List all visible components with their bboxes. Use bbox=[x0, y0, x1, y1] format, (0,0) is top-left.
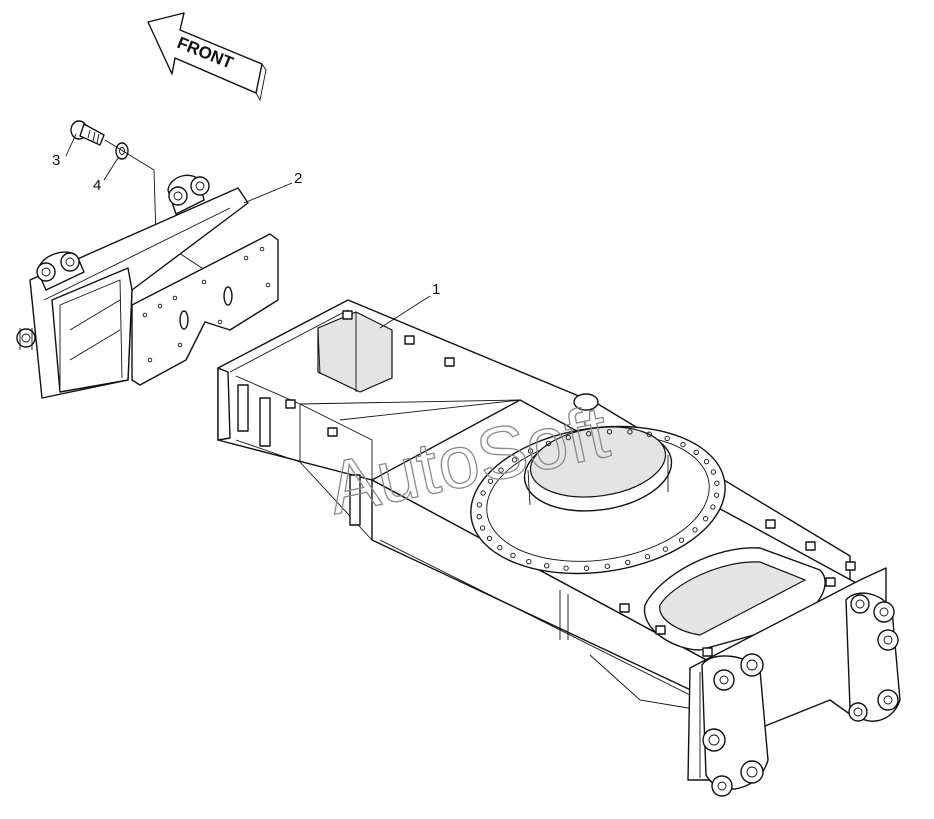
bolt-hole bbox=[480, 490, 486, 496]
bolt-part-3 bbox=[70, 120, 105, 146]
bolt-hole bbox=[606, 429, 613, 435]
bolt-hole bbox=[702, 516, 709, 522]
bolt-hole bbox=[565, 434, 571, 441]
callout-4: 4 bbox=[93, 177, 101, 194]
bolt-hole bbox=[680, 441, 686, 448]
bolt-hole bbox=[693, 449, 699, 456]
bolt-hole bbox=[511, 457, 518, 463]
bolt-hole bbox=[479, 525, 486, 531]
leader-lines bbox=[65, 133, 431, 329]
bolt-hole bbox=[627, 429, 633, 435]
bolt-hole bbox=[497, 544, 503, 551]
bolt-hole bbox=[476, 502, 483, 508]
bolt-hole bbox=[710, 469, 717, 475]
bolt-hole bbox=[498, 467, 504, 473]
front-arrow: FRONT bbox=[147, 12, 267, 102]
bolt-hole bbox=[510, 552, 516, 559]
bolt-hole bbox=[646, 431, 652, 437]
bolt-hole bbox=[544, 563, 550, 569]
bolt-hole bbox=[662, 546, 669, 552]
bolt-hole bbox=[486, 535, 493, 542]
bolt-hole bbox=[527, 448, 534, 454]
mounting-blocks bbox=[285, 310, 856, 657]
bolt-hole bbox=[703, 458, 710, 465]
bolt-hole bbox=[586, 431, 592, 437]
rear-brackets bbox=[687, 567, 901, 797]
bolt-hole bbox=[563, 565, 569, 571]
bolt-hole bbox=[545, 440, 552, 447]
bolt-hole bbox=[476, 514, 482, 520]
bracket-part-2 bbox=[16, 174, 279, 399]
bearing-ring bbox=[470, 425, 726, 575]
bolt-hole bbox=[713, 492, 720, 498]
callout-3: 3 bbox=[52, 152, 60, 169]
bolt-hole bbox=[604, 563, 610, 569]
washer-part-4 bbox=[115, 142, 129, 160]
bearing-bolt-holes bbox=[476, 429, 720, 571]
callout-1: 1 bbox=[432, 281, 440, 298]
bolt-hole bbox=[625, 559, 631, 566]
bolt-hole bbox=[678, 537, 685, 543]
callout-2: 2 bbox=[294, 170, 302, 187]
bolt-hole bbox=[710, 504, 716, 510]
bolt-hole bbox=[664, 435, 670, 442]
bolt-hole bbox=[583, 565, 590, 571]
bolt-hole bbox=[644, 553, 651, 560]
bolt-hole bbox=[526, 558, 532, 565]
bolt-hole bbox=[692, 527, 698, 533]
bolt-hole bbox=[487, 478, 494, 484]
bolt-hole bbox=[714, 480, 720, 486]
